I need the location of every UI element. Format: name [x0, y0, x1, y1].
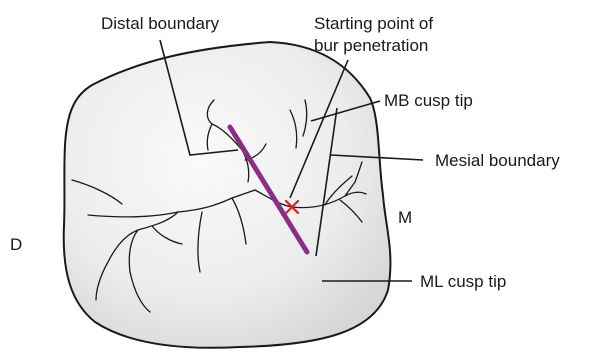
- mesial-side-label: M: [398, 208, 412, 227]
- starting-point-label-line2: bur penetration: [314, 36, 428, 55]
- distal-boundary-label: Distal boundary: [101, 14, 220, 33]
- ml-cusp-tip-label: ML cusp tip: [420, 272, 506, 291]
- mesial-boundary-label: Mesial boundary: [435, 151, 560, 170]
- distal-side-label: D: [10, 235, 22, 254]
- starting-point-label-line1: Starting point of: [314, 14, 433, 33]
- mb-cusp-tip-label: MB cusp tip: [384, 91, 473, 110]
- tooth-outline: [64, 42, 391, 348]
